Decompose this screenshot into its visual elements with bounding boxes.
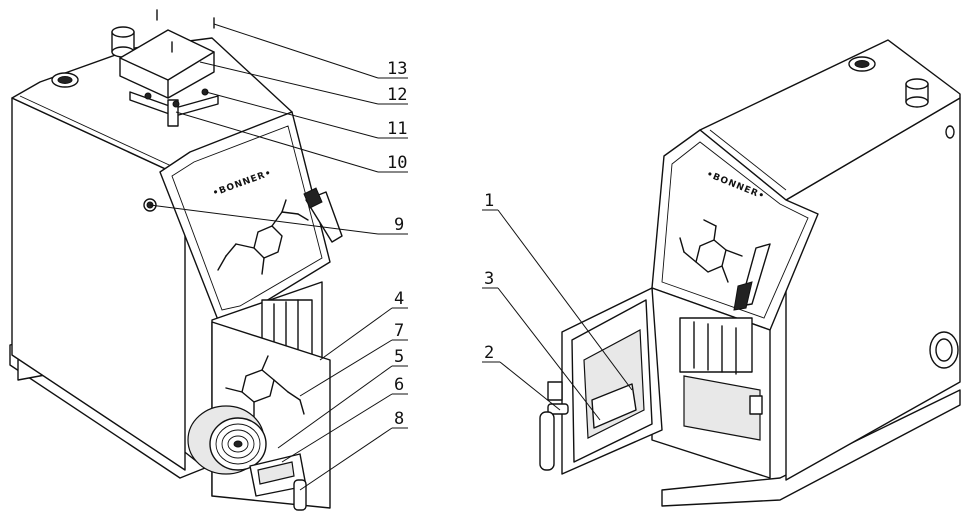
callout-9: 9: [394, 215, 404, 235]
callout-labels: 13 12 11 10 9 4 7 5 6 8 1 3 2: [387, 59, 494, 429]
callout-6: 6: [394, 375, 404, 395]
callout-12: 12: [387, 85, 407, 105]
left-door-molecule: [225, 355, 305, 419]
right-molecule-decoration: [679, 219, 743, 283]
callout-1: 1: [484, 191, 494, 211]
right-boiler: •BONNER•: [539, 39, 961, 507]
callout-3: 3: [484, 269, 494, 289]
callout-8: 8: [394, 409, 404, 429]
callout-4: 4: [394, 289, 404, 309]
left-molecule-decoration: [217, 199, 309, 275]
callout-13: 13: [387, 59, 407, 79]
callout-10: 10: [387, 153, 407, 173]
callout-2: 2: [484, 343, 494, 363]
callout-7: 7: [394, 321, 404, 341]
left-boiler: •BONNER•: [9, 9, 343, 511]
leader-lines: [149, 23, 633, 491]
callout-11: 11: [387, 119, 407, 139]
callout-5: 5: [394, 347, 404, 367]
